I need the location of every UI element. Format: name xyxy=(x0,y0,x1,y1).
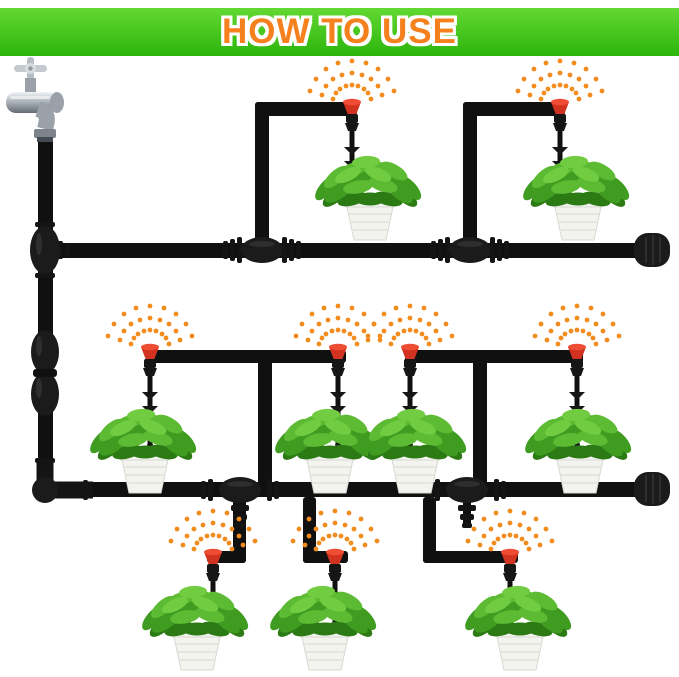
water-droplets-icon xyxy=(365,303,455,347)
pipe-main-line-1 xyxy=(38,243,642,258)
sprinkler-red-cap xyxy=(326,552,344,565)
water-droplets-icon xyxy=(293,303,383,347)
plant-foliage xyxy=(525,408,632,460)
barbed-coupling-2 xyxy=(427,237,513,263)
plant-foliage xyxy=(275,408,382,460)
sprinkler-red-cap xyxy=(343,102,361,115)
plant-foliage xyxy=(90,408,197,460)
water-droplets-icon xyxy=(532,303,622,347)
potted-plant xyxy=(360,408,467,494)
elbow-connector-bottom-left xyxy=(32,458,93,503)
water-faucet xyxy=(6,57,64,142)
sprinkler-spray xyxy=(307,58,397,102)
sprinkler-body xyxy=(346,114,358,123)
sprinkler-spray xyxy=(532,303,622,347)
potted-plant xyxy=(465,585,572,671)
faucet-spout xyxy=(34,101,55,131)
pipe-top-riser-1-horizontal xyxy=(255,102,357,116)
sprinkler-red-cap xyxy=(329,347,347,360)
water-droplets-icon xyxy=(307,58,397,102)
pipe-mid-branch-right-vertical xyxy=(473,350,487,490)
sprinkler-spray xyxy=(290,508,380,552)
plant-foliage xyxy=(465,585,572,637)
sprinkler-red-cap xyxy=(568,347,586,360)
end-cap-line-1 xyxy=(624,233,670,267)
potted-plant xyxy=(275,408,382,494)
plant-foliage xyxy=(360,408,467,460)
plant-foliage xyxy=(270,585,377,637)
tee-connector-line-2-a xyxy=(197,477,283,528)
sprinkler-body xyxy=(144,359,156,368)
potted-plant xyxy=(142,585,249,671)
pipe-mid-branch-left-vertical xyxy=(258,350,272,490)
tee-connector-line-2-b xyxy=(424,477,510,528)
sprinkler-body xyxy=(332,359,344,368)
water-droplets-icon xyxy=(168,508,258,552)
pipe-mid-branch-right-horizontal xyxy=(405,350,583,363)
plant-foliage xyxy=(142,585,249,637)
sprinkler-body xyxy=(404,359,416,368)
tee-connector-left xyxy=(30,220,70,280)
potted-plant xyxy=(525,408,632,494)
pipe-top-riser-2-horizontal xyxy=(463,102,565,116)
sprinkler-spray xyxy=(293,303,383,347)
sprinkler-red-cap xyxy=(204,552,222,565)
faucet-handle-icon xyxy=(14,57,47,80)
sprinkler-body xyxy=(329,564,341,573)
sprinkler-red-cap xyxy=(501,552,519,565)
water-droplets-icon xyxy=(515,58,605,102)
sprinkler-red-cap xyxy=(401,347,419,360)
potted-plant xyxy=(315,155,422,241)
pipe-top-riser-2-vertical xyxy=(463,102,477,252)
pipe-bottom-feed-3 xyxy=(423,551,518,563)
plant-foliage xyxy=(315,155,422,207)
barbed-coupling-1 xyxy=(219,237,305,263)
sprinkler-body xyxy=(504,564,516,573)
sprinkler-red-cap xyxy=(551,102,569,115)
sprinkler-spray xyxy=(465,508,555,552)
end-cap-line-2 xyxy=(624,472,670,506)
potted-plant xyxy=(90,408,197,494)
pipe-top-riser-1-vertical xyxy=(255,102,269,252)
sprinkler-spray xyxy=(365,303,455,347)
header-banner: HOW TO USE xyxy=(0,8,679,56)
sprinkler-spray xyxy=(515,58,605,102)
potted-plant xyxy=(270,585,377,671)
sprinkler-body xyxy=(554,114,566,123)
sprinkler-body xyxy=(571,359,583,368)
water-droplets-icon xyxy=(290,508,380,552)
water-droplets-icon xyxy=(105,303,195,347)
page-title: HOW TO USE xyxy=(222,12,457,51)
sprinkler-body xyxy=(207,564,219,573)
pipe-mid-branch-left-horizontal xyxy=(148,350,346,363)
sprinkler-spray xyxy=(168,508,258,552)
water-droplets-icon xyxy=(465,508,555,552)
plant-foliage xyxy=(523,155,630,207)
potted-plant xyxy=(523,155,630,241)
inline-coupling-left-column xyxy=(31,320,59,424)
pipe-bottom-drop-3 xyxy=(423,497,436,563)
sprinkler-red-cap xyxy=(141,347,159,360)
sprinkler-spray xyxy=(105,303,195,347)
